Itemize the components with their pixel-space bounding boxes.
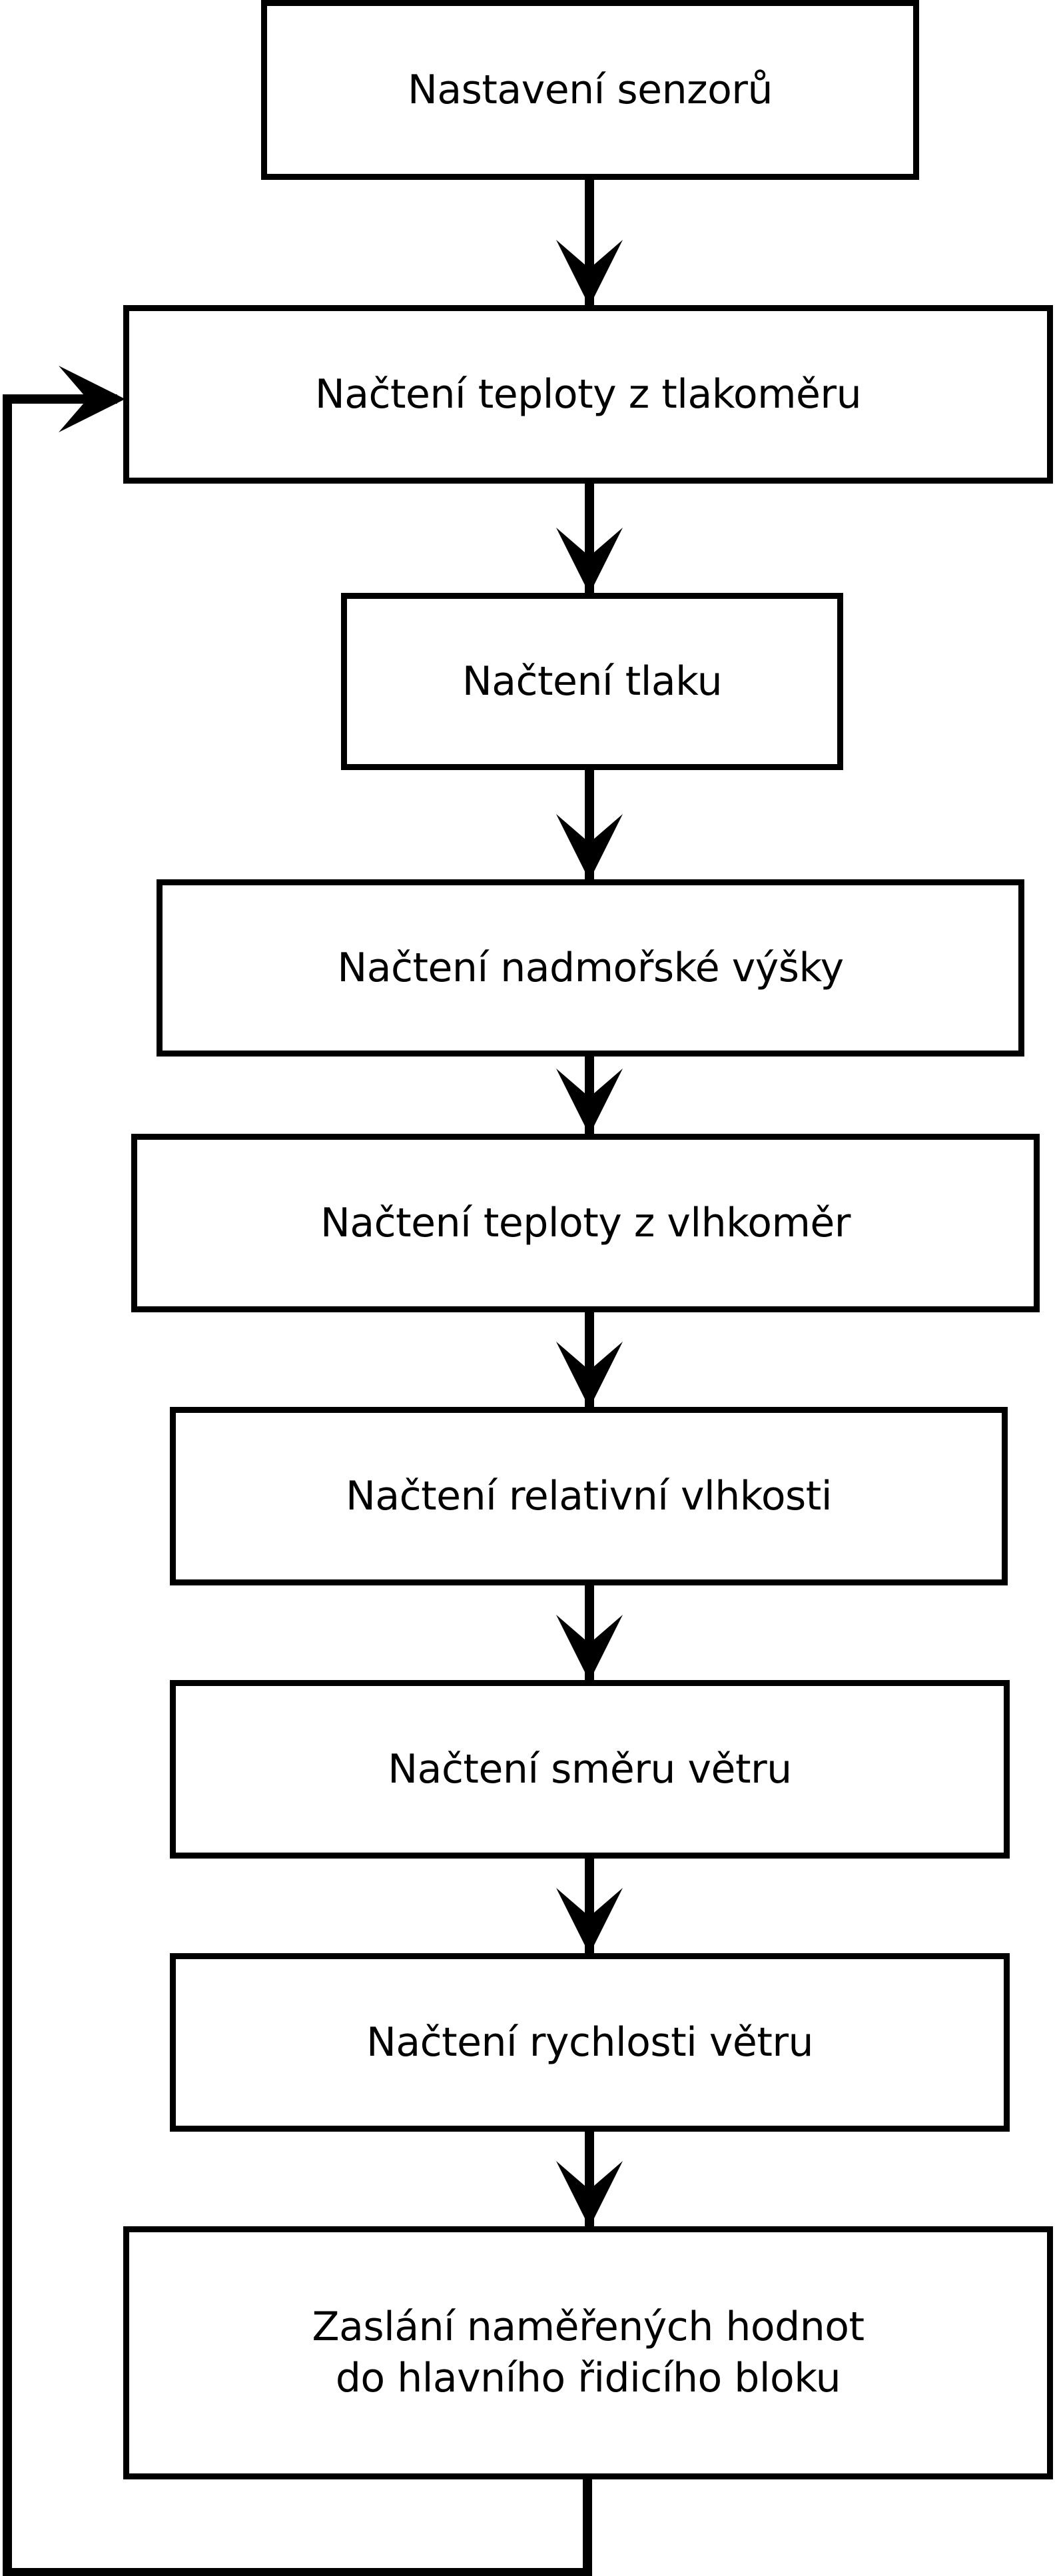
- edge-connector-1: [556, 179, 623, 306]
- node-label: Načtení teploty z vlhkoměr: [320, 1199, 851, 1246]
- node-label: Načtení tlaku: [462, 657, 723, 705]
- node-nacteni-teploty-z-tlakomeru[interactable]: Načtení teploty z tlakoměru: [123, 305, 1053, 484]
- edge-connector-loopback: [3, 366, 592, 2576]
- edge-connector-7: [556, 1856, 623, 1954]
- node-nacteni-tlaku[interactable]: Načtení tlaku: [341, 593, 843, 770]
- node-nacteni-smeru-vetru[interactable]: Načtení směru větru: [170, 1680, 1010, 1859]
- edge-connector-6: [556, 1583, 623, 1681]
- edge-connector-5: [556, 1310, 623, 1408]
- edge-connector-3: [556, 767, 623, 881]
- edge-connector-8: [556, 2129, 623, 2228]
- node-label: Načtení nadmořské výšky: [337, 944, 844, 991]
- node-label: Načtení teploty z tlakoměru: [314, 370, 862, 418]
- edge-connector-4: [556, 1054, 623, 1135]
- node-label: Načtení směru větru: [388, 1745, 792, 1793]
- node-nacteni-relativni-vlhkosti[interactable]: Načtení relativní vlhkosti: [170, 1407, 1008, 1585]
- node-label: Zaslání naměřených hodnot do hlavního ři…: [312, 2304, 865, 2401]
- node-nastaveni-senzoru[interactable]: Nastavení senzorů: [261, 0, 919, 180]
- node-label: Načtení rychlosti větru: [366, 2018, 814, 2066]
- node-zaslani-namerenych-hodnot[interactable]: Zaslání naměřených hodnot do hlavního ři…: [123, 2226, 1053, 2479]
- node-label: Načtení relativní vlhkosti: [346, 1472, 833, 1519]
- node-nacteni-teploty-z-vlhkomer[interactable]: Načtení teploty z vlhkoměr: [131, 1134, 1040, 1312]
- node-nacteni-rychlosti-vetru[interactable]: Načtení rychlosti větru: [170, 1953, 1010, 2132]
- node-nacteni-nadmorske-vysky[interactable]: Načtení nadmořské výšky: [157, 879, 1024, 1057]
- edge-connector-2: [556, 481, 623, 594]
- node-label: Nastavení senzorů: [408, 66, 773, 113]
